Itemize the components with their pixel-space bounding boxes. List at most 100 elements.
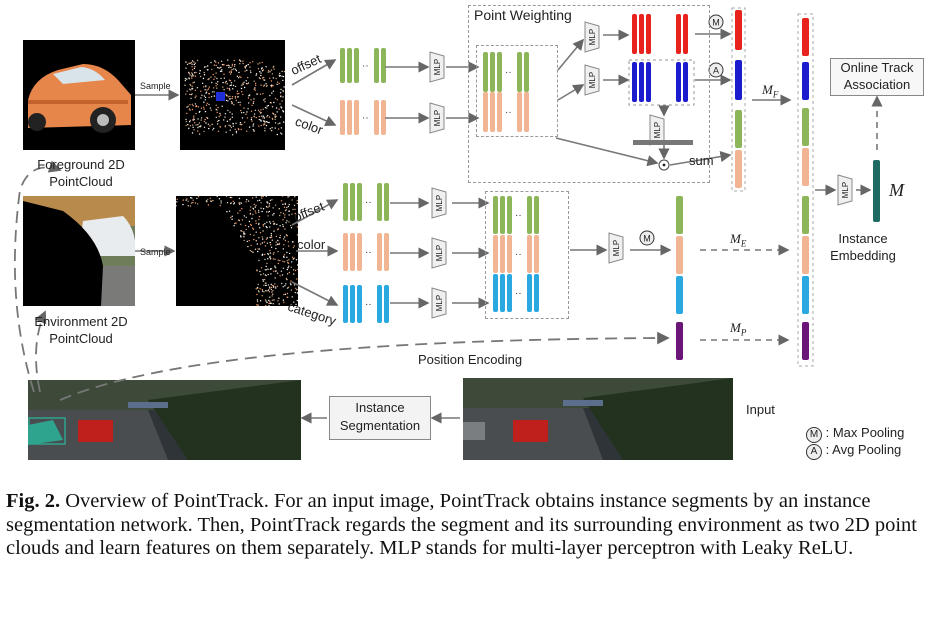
point-sample — [229, 125, 231, 127]
point-sample — [282, 286, 284, 288]
point-sample — [192, 105, 194, 107]
point-sample — [190, 61, 193, 64]
point-sample — [263, 99, 265, 101]
env-max-pool-op-letter: M — [643, 234, 651, 244]
point-sample — [270, 268, 272, 270]
point-sample — [245, 80, 247, 82]
point-sample — [185, 199, 187, 201]
point-sample — [288, 221, 290, 223]
point-sample — [186, 78, 188, 80]
point-sample — [295, 303, 297, 306]
point-sample — [227, 64, 229, 66]
point-sample — [239, 63, 241, 65]
point-sample — [225, 131, 227, 133]
point-sample — [266, 237, 268, 239]
mlp-label: MLP — [653, 122, 662, 138]
point-sample — [287, 262, 290, 264]
mp-purple-bar — [676, 322, 683, 360]
point-sample — [200, 90, 202, 92]
point-sample — [271, 295, 273, 297]
point-sample — [209, 197, 211, 199]
point-sample — [287, 245, 290, 247]
point-sample — [231, 69, 233, 71]
point-sample — [286, 268, 288, 271]
point-sample — [253, 238, 255, 241]
point-sample — [187, 105, 189, 108]
point-sample — [291, 241, 294, 243]
point-sample — [236, 96, 239, 98]
point-sample — [269, 226, 271, 228]
arrow — [291, 104, 337, 127]
point-sample — [185, 93, 187, 95]
mlp-shape — [429, 102, 445, 134]
point-sample — [205, 92, 207, 94]
point-sample — [230, 73, 232, 75]
point-sample — [192, 201, 194, 204]
point-sample — [185, 120, 188, 123]
point-sample — [250, 224, 253, 227]
fg-offset-concat-bar — [490, 52, 495, 92]
point-sample — [266, 221, 268, 223]
point-sample — [189, 83, 191, 86]
arrow — [291, 199, 339, 226]
point-sample — [257, 304, 259, 306]
point-sample — [238, 197, 241, 200]
point-sample — [187, 200, 189, 202]
point-sample — [186, 198, 188, 200]
point-sample — [262, 273, 265, 275]
point-sample — [280, 132, 282, 134]
point-sample — [252, 123, 255, 125]
point-sample — [281, 100, 283, 102]
point-sample — [253, 88, 255, 90]
point-sample — [286, 256, 288, 258]
point-sample — [272, 303, 274, 305]
point-sample — [193, 129, 195, 131]
point-sample — [283, 254, 286, 256]
point-sample — [263, 76, 265, 79]
mlp-shape — [837, 174, 853, 206]
point-sample — [259, 288, 261, 290]
avg-pool-symbol: A — [806, 444, 822, 460]
point-sample — [225, 93, 227, 96]
point-sample — [256, 287, 259, 289]
point-sample — [255, 116, 257, 119]
point-sample — [204, 99, 206, 101]
env-offset-feature-bar — [384, 183, 389, 221]
point-sample — [253, 113, 256, 115]
point-sample — [284, 285, 286, 287]
point-sample — [278, 208, 280, 210]
point-sample — [221, 69, 223, 71]
point-sample — [281, 274, 284, 276]
environment-label-line2: PointCloud — [49, 331, 113, 346]
point-sample — [239, 123, 241, 126]
point-sample — [267, 253, 270, 256]
point-sample — [264, 253, 266, 256]
point-sample — [277, 123, 279, 125]
point-sample — [189, 74, 191, 76]
point-sample — [234, 63, 236, 66]
point-sample — [208, 93, 210, 95]
point-sample — [276, 83, 278, 86]
point-sample — [241, 84, 243, 86]
point-sample — [239, 203, 241, 205]
point-sample — [232, 200, 234, 202]
point-sample — [232, 125, 235, 128]
point-sample — [239, 101, 241, 103]
point-sample — [215, 104, 217, 107]
point-sample — [288, 210, 290, 212]
point-sample — [262, 117, 264, 119]
offset-feature-bar — [340, 48, 345, 83]
legend-avg-pooling: A : Avg Pooling — [806, 442, 901, 460]
point-sample — [244, 70, 246, 72]
point-sample — [191, 72, 193, 74]
online-track-association-box: Online Track Association — [830, 58, 924, 96]
offset-feature-bar — [381, 48, 386, 83]
point-sample — [249, 62, 251, 64]
point-sample — [261, 77, 264, 79]
env-color-concat-bar — [507, 235, 512, 273]
point-sample — [231, 63, 234, 66]
offset-feature-bar — [374, 48, 379, 83]
point-sample — [252, 125, 254, 127]
mlp-label: MLP — [612, 240, 621, 256]
point-sample — [218, 115, 220, 118]
